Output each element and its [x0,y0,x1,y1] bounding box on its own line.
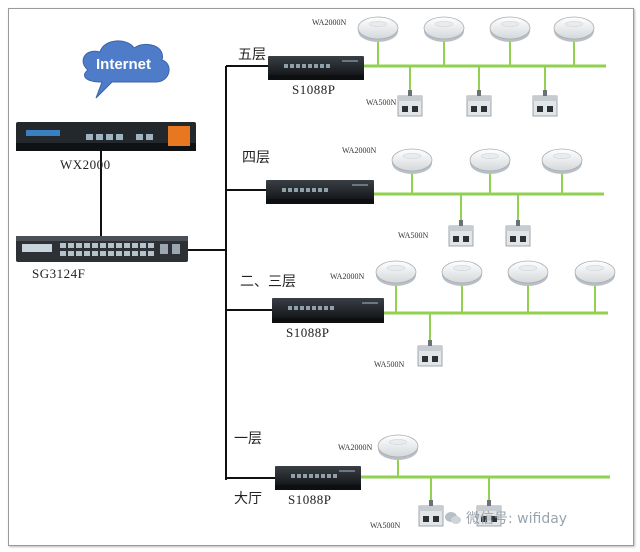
wa500n-ap-icon [505,220,531,247]
sg-port [100,243,106,248]
wa500n-ap-icon [466,90,492,117]
sg-port [76,251,82,256]
sg-port [84,243,90,248]
s1088p-switch-icon [275,466,361,490]
floor-4-label: 四层 [242,150,270,166]
wa500n-ap-icon [476,500,502,527]
wa2000n-ap-icon [441,260,483,286]
sg-port [124,243,130,248]
floor-1-switch-label: S1088P [288,492,332,507]
floor-4-ap-label: WA2000N [342,146,377,155]
s1088p-switch-icon [268,56,364,80]
floor-1-ap-label: WA2000N [338,443,373,452]
core-switch-label: SG3124F [32,266,86,281]
floor-5-ap2-label: WA500N [366,98,397,107]
sg-port [132,251,138,256]
sg-port [172,244,180,254]
floor-2-3-label: 二、三层 [240,274,296,290]
sg-port [108,251,114,256]
sg-port [100,251,106,256]
wa2000n-ap-icon [375,260,417,286]
wa500n-ap-icon [532,90,558,117]
sg-port [124,251,130,256]
wa2000n-ap-icon [507,260,549,286]
uplink-cables [100,65,275,480]
sg-port [84,251,90,256]
sg3124f-switch [16,236,188,262]
floor-2-3-switch-label: S1088P [286,325,330,340]
lobby-label: 大厅 [234,491,262,507]
sg-port [60,251,66,256]
s1088p-switch-icon [272,298,384,323]
floor-1-label: 一层 [234,431,262,447]
floor-4-ap2-label: WA500N [398,231,429,240]
sg-port [92,243,98,248]
wa2000n-ap-icon [377,434,419,460]
internet-cloud [82,40,170,99]
wa2000n-ap-icon [357,16,399,42]
sg-port [116,251,122,256]
sg-port [140,251,146,256]
wa2000n-ap-icon [553,16,595,42]
sg-port [148,251,154,256]
floor-5-ap-label: WA2000N [312,18,347,27]
floor-5-switch-label: S1088P [292,82,336,97]
s1088p-switch-icon [266,180,374,204]
watermark: 微信号: wifiday [444,508,567,528]
wa2000n-ap-icon [469,148,511,174]
floor-1-ap2-label: WA500N [370,521,401,530]
wx2000-controller [16,122,196,151]
wa500n-ap-icon [417,340,443,367]
sg-port [148,243,154,248]
sg-port [76,243,82,248]
floor-5-label: 五层 [238,47,266,63]
wa2000n-ap-icon [423,16,465,42]
wechat-icon [445,512,461,524]
internet-label: Internet [96,56,152,73]
sg-port [160,244,168,254]
floor-2-3-ap2-label: WA500N [374,360,405,369]
wa2000n-ap-icon [574,260,616,286]
sg-port [116,243,122,248]
wa500n-ap-icon [397,90,423,117]
wa500n-ap-icon [448,220,474,247]
sg-port [68,243,74,248]
sg-port [68,251,74,256]
wa2000n-ap-icon [541,148,583,174]
wa500n-ap-icon [418,500,444,527]
sg-port [140,243,146,248]
wa2000n-ap-icon [391,148,433,174]
sg-port [92,251,98,256]
sg-port [132,243,138,248]
sg-port [108,243,114,248]
sg-port [60,243,66,248]
controller-label: WX2000 [60,157,111,172]
wa2000n-ap-icon [489,16,531,42]
diagram-frame [8,8,634,546]
watermark-text: 微信号: wifiday [466,511,568,527]
floor-2-3-ap-label: WA2000N [330,272,365,281]
